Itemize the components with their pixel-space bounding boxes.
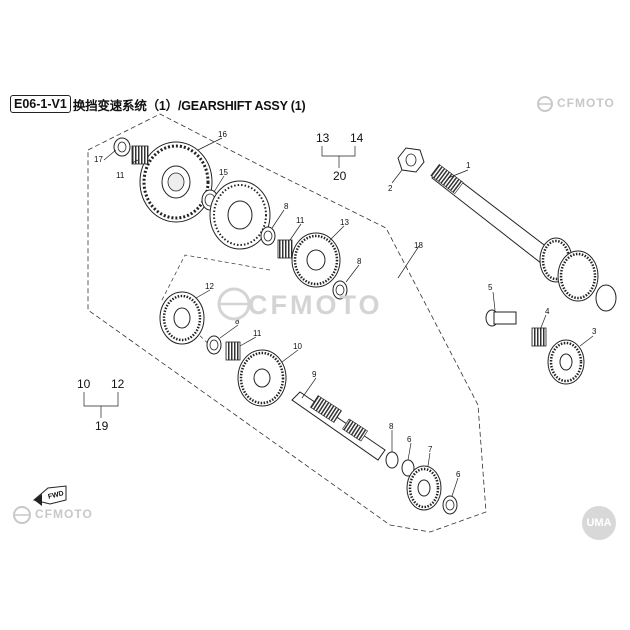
callout-12: 12 xyxy=(205,282,214,291)
fwd-arrow-icon: FWD xyxy=(32,485,67,506)
needle-bearing-4 xyxy=(531,327,547,347)
brand-logo-bottom: CFMOTO xyxy=(35,507,93,521)
fwd-label: FWD xyxy=(47,490,64,501)
gear-12 xyxy=(159,291,205,345)
gear-13 xyxy=(291,232,341,288)
gear-10 xyxy=(237,349,287,407)
needle-bearing-11-top xyxy=(131,145,149,165)
callout-11-c: 11 xyxy=(253,329,262,338)
gear-16 xyxy=(139,141,213,223)
cfmoto-logo-icon-bottom xyxy=(13,506,31,524)
callout-8-b: 8 xyxy=(357,257,362,266)
diagram-code: E06-1-V1 xyxy=(10,95,71,113)
group-19-item-b: 12 xyxy=(111,377,125,391)
callout-11-b: 11 xyxy=(296,216,305,225)
diagram-title-text: 换挡变速系统（1）/GEARSHIFT ASSY (1) xyxy=(72,98,306,113)
group-19-total: 19 xyxy=(95,419,109,433)
group-20-item-a: 13 xyxy=(316,131,330,145)
washer-17 xyxy=(113,137,131,157)
callout-9: 9 xyxy=(312,370,317,379)
callout-1: 1 xyxy=(466,161,471,170)
needle-bearing-11-low xyxy=(225,341,241,361)
cfmoto-watermark-icon xyxy=(217,287,251,321)
callout-15: 15 xyxy=(219,168,228,177)
callout-6-b: 6 xyxy=(456,470,461,479)
shaft-1 xyxy=(430,163,617,312)
group-20-total: 20 xyxy=(333,169,347,183)
leader-lines xyxy=(83,137,594,497)
sub-assembly-outline xyxy=(161,254,271,351)
callout-8-a: 8 xyxy=(284,202,289,211)
shaft-9 xyxy=(291,391,386,461)
gear-7 xyxy=(406,465,442,511)
group-20-item-b: 14 xyxy=(350,131,364,145)
callout-3: 3 xyxy=(592,327,597,336)
callout-6-a: 6 xyxy=(407,435,412,444)
needle-bearing-11-mid xyxy=(277,239,293,259)
callout-16: 16 xyxy=(218,130,227,139)
nut-2 xyxy=(397,147,425,173)
callout-18: 18 xyxy=(414,241,423,250)
washer-8-b xyxy=(332,280,348,300)
uma-badge-icon: UMA xyxy=(582,506,616,540)
callout-10: 10 xyxy=(293,342,302,351)
diagram-title: E06-1-V1 换挡变速系统（1）/GEARSHIFT ASSY (1) xyxy=(10,92,306,116)
washer-6-b xyxy=(442,495,458,515)
callout-17: 17 xyxy=(94,155,103,164)
washer-8-c xyxy=(206,335,222,355)
washer-8-a xyxy=(260,226,276,246)
callout-8-d: 8 xyxy=(389,422,394,431)
gear-3 xyxy=(547,339,585,385)
shift-gear-15 xyxy=(209,180,271,250)
callout-11-a: 11 xyxy=(116,171,125,180)
callout-2: 2 xyxy=(388,184,393,193)
callout-7: 7 xyxy=(428,445,433,454)
callout-5: 5 xyxy=(488,283,493,292)
assembly-outline xyxy=(87,113,487,533)
brand-watermark: CFMOTO xyxy=(248,290,383,320)
group-19-item-a: 10 xyxy=(77,377,91,391)
cfmoto-logo-icon xyxy=(537,96,553,112)
callout-8-c: 8 xyxy=(235,317,240,326)
washer-8-d xyxy=(385,451,399,469)
collar-5 xyxy=(485,309,517,327)
callout-4: 4 xyxy=(545,307,550,316)
callout-13: 13 xyxy=(340,218,349,227)
brand-logo-top: CFMOTO xyxy=(557,96,615,110)
